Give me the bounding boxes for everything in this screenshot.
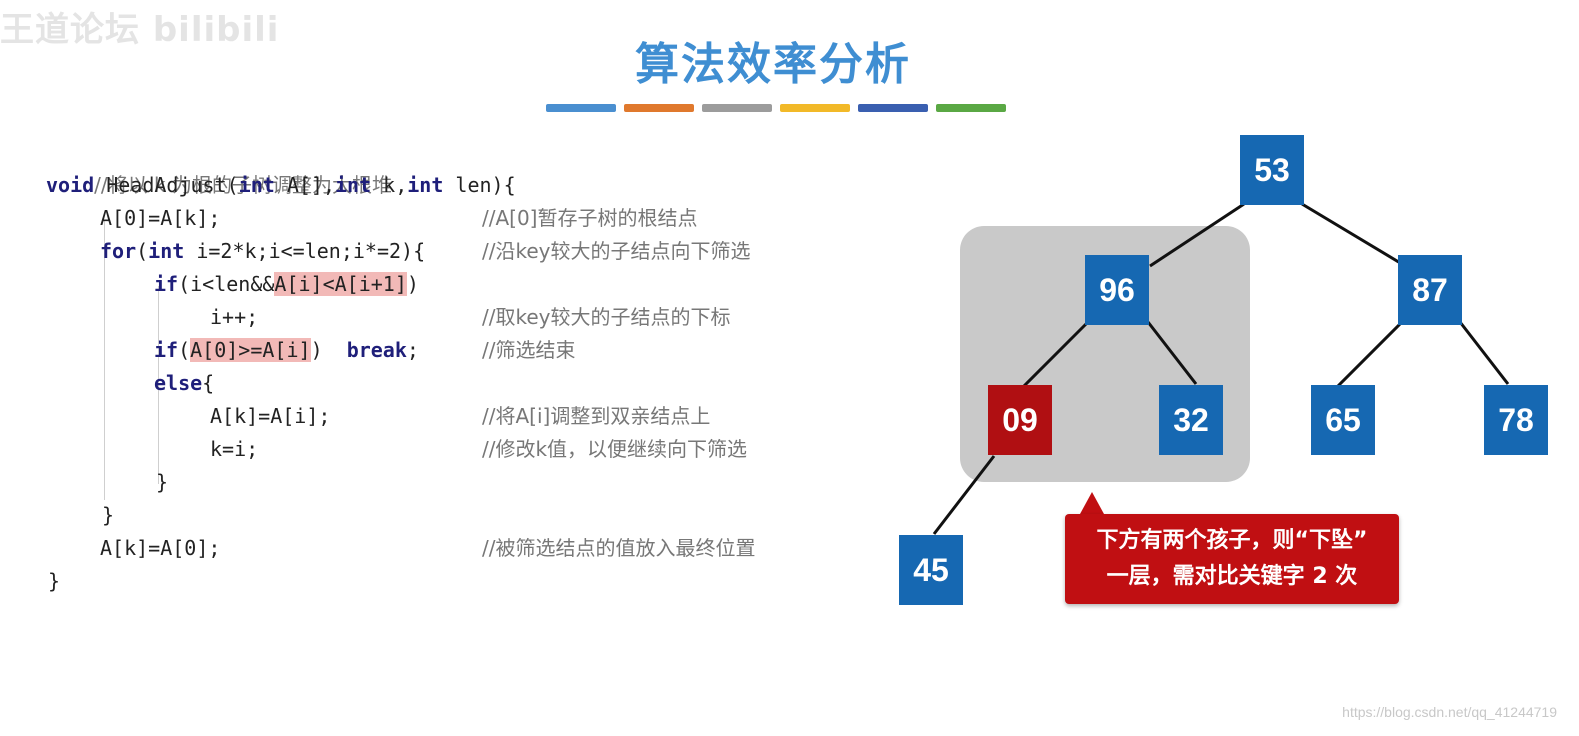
edge-09-45 bbox=[932, 455, 996, 535]
color-bar-strip bbox=[546, 104, 1006, 112]
indent-guide bbox=[104, 220, 105, 500]
code-line-11: } bbox=[156, 470, 169, 494]
code-line-1: //将以 k 为根的子树调整为大根堆 bbox=[94, 173, 392, 197]
watermark-logo: 王道论坛 bilibili bbox=[0, 10, 280, 50]
page-title: 算法效率分析 bbox=[635, 39, 911, 90]
code-line-8: else{ bbox=[154, 371, 215, 395]
edge-96-32 bbox=[1146, 321, 1198, 385]
highlight-compare-root: A[0]>=A[i] bbox=[190, 338, 311, 362]
tree-node-09-highlighted: 09 bbox=[988, 385, 1052, 455]
edge-87-78 bbox=[1458, 321, 1510, 385]
edge-96-09 bbox=[1022, 320, 1090, 388]
source-credit: https://blog.csdn.net/qq_41244719 bbox=[1342, 704, 1557, 720]
edge-53-87 bbox=[1301, 202, 1403, 266]
tree-node-78: 78 bbox=[1484, 385, 1548, 455]
callout-tail bbox=[1080, 492, 1104, 514]
callout-line-2: 一层，需对比关键字 2 次 bbox=[1106, 564, 1358, 589]
code-line-4: for(int i=2*k;i<=len;i*=2){ bbox=[100, 239, 426, 263]
code-line-9: A[k]=A[i]; bbox=[210, 404, 331, 428]
code-line-3: A[0]=A[k]; bbox=[100, 206, 221, 230]
edge-87-65 bbox=[1336, 320, 1404, 388]
code-line-12: } bbox=[102, 503, 115, 527]
color-bar bbox=[546, 104, 616, 112]
color-bar bbox=[936, 104, 1006, 112]
tree-node-65: 65 bbox=[1311, 385, 1375, 455]
edge-53-96 bbox=[1149, 202, 1245, 268]
color-bar bbox=[858, 104, 928, 112]
tree-node-32: 32 bbox=[1159, 385, 1223, 455]
color-bar bbox=[702, 104, 772, 112]
code-line-5: if(i<len&&A[i]<A[i+1]) bbox=[154, 272, 419, 296]
code-line-14: } bbox=[48, 569, 61, 593]
callout-line-1: 下方有两个孩子，则“下坠” bbox=[1096, 528, 1368, 553]
code-line-2: void HeadAdjust(int A[],int k,int len){ bbox=[46, 173, 516, 197]
tree-node-45: 45 bbox=[899, 535, 963, 605]
color-bar bbox=[624, 104, 694, 112]
tree-node-53: 53 bbox=[1240, 135, 1304, 205]
code-line-7: if(A[0]>=A[i]) break; bbox=[154, 338, 419, 362]
explanation-callout: 下方有两个孩子，则“下坠” 一层，需对比关键字 2 次 bbox=[1065, 514, 1399, 604]
code-line-13: A[k]=A[0]; bbox=[100, 536, 221, 560]
code-line-10: k=i; bbox=[210, 437, 259, 461]
color-bar bbox=[780, 104, 850, 112]
tree-node-87: 87 bbox=[1398, 255, 1462, 325]
highlight-compare-children: A[i]<A[i+1] bbox=[274, 272, 407, 296]
indent-guide bbox=[158, 286, 159, 484]
code-line-6: i++; bbox=[210, 305, 259, 329]
tree-node-96: 96 bbox=[1085, 255, 1149, 325]
